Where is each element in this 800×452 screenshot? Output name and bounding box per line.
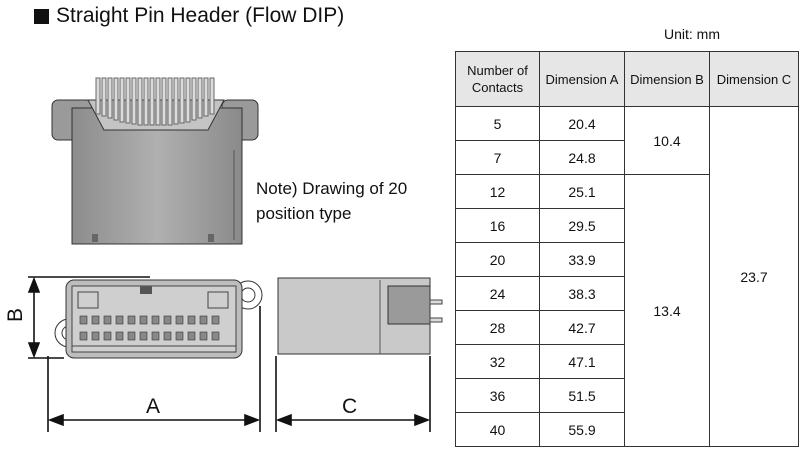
header-number-of-contacts: Number of Contacts bbox=[455, 51, 540, 107]
table-header-row: Number of Contacts Dimension A Dimension… bbox=[455, 51, 799, 107]
cell-contacts: 36 bbox=[455, 378, 540, 413]
table-row: 12 25.1 13.4 bbox=[455, 174, 799, 447]
cell-dimension-a: 24.8 bbox=[539, 140, 625, 175]
page-title: Straight Pin Header (Flow DIP) bbox=[34, 4, 344, 28]
cell-contacts: 20 bbox=[455, 242, 540, 277]
table-row: 24 38.3 bbox=[455, 276, 799, 311]
title-text: Straight Pin Header (Flow DIP) bbox=[56, 4, 345, 27]
connector-side-view bbox=[277, 277, 443, 355]
table-row: 36 51.5 bbox=[455, 378, 799, 413]
table-row: 20 33.9 bbox=[455, 242, 799, 277]
cell-dimension-a: 55.9 bbox=[539, 412, 625, 447]
header-dimension-c: Dimension C bbox=[709, 51, 799, 107]
cell-dimension-a: 47.1 bbox=[539, 344, 625, 379]
dimension-a-label: A bbox=[146, 395, 160, 418]
table-row: 7 24.8 bbox=[455, 140, 799, 175]
dimension-lines bbox=[27, 276, 431, 432]
cell-contacts: 40 bbox=[455, 412, 540, 447]
cell-dimension-a: 25.1 bbox=[539, 174, 625, 209]
cell-dimension-a: 42.7 bbox=[539, 310, 625, 345]
cell-dimension-b: 13.4 bbox=[624, 174, 710, 447]
connector-front-view bbox=[51, 77, 259, 245]
header-dimension-a: Dimension A bbox=[539, 51, 625, 107]
cell-dimension-a: 29.5 bbox=[539, 208, 625, 243]
unit-label: Unit: mm bbox=[664, 26, 720, 42]
table-row: 28 42.7 bbox=[455, 310, 799, 345]
cell-dimension-a: 20.4 bbox=[539, 106, 625, 141]
cell-dimension-a: 38.3 bbox=[539, 276, 625, 311]
cell-contacts: 32 bbox=[455, 344, 540, 379]
cell-dimension-b: 10.4 bbox=[624, 106, 710, 175]
cell-contacts: 28 bbox=[455, 310, 540, 345]
cell-contacts: 7 bbox=[455, 140, 540, 175]
cell-dimension-a: 51.5 bbox=[539, 378, 625, 413]
cell-contacts: 24 bbox=[455, 276, 540, 311]
title-bullet-square bbox=[34, 8, 49, 24]
dimension-c-label: C bbox=[342, 395, 357, 418]
drawing-note: Note) Drawing of 20 position type bbox=[256, 179, 408, 223]
connector-face-view bbox=[54, 279, 263, 359]
cell-contacts: 5 bbox=[455, 106, 540, 141]
cell-dimension-c: 23.7 bbox=[709, 106, 799, 447]
table-row: 5 20.4 10.4 23.7 bbox=[455, 106, 799, 447]
cell-contacts: 12 bbox=[455, 174, 540, 209]
table-row: 40 55.9 bbox=[455, 412, 799, 447]
cell-contacts: 16 bbox=[455, 208, 540, 243]
dimension-table: Number of Contacts Dimension A Dimension… bbox=[455, 51, 799, 447]
table-row: 16 29.5 bbox=[455, 208, 799, 243]
header-dimension-b: Dimension B bbox=[624, 51, 710, 107]
dimension-b-label: B bbox=[4, 308, 27, 322]
cell-dimension-a: 33.9 bbox=[539, 242, 625, 277]
